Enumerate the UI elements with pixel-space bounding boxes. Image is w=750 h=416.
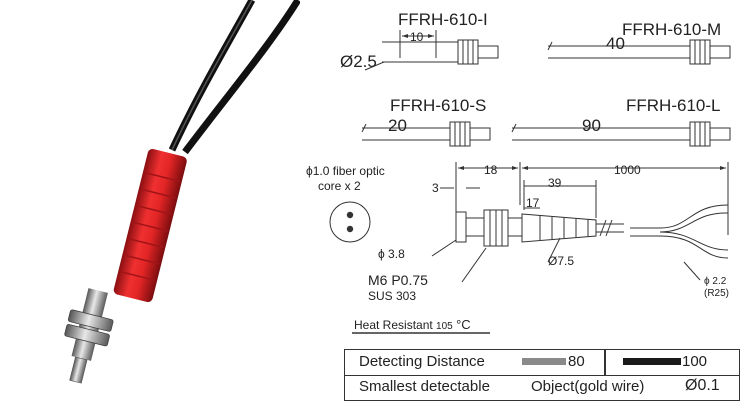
model-s-length: 20	[388, 116, 407, 135]
dim-3-8: ϕ 3.8	[378, 247, 405, 261]
product-photo	[64, 0, 300, 384]
cable-radius: (R25)	[704, 288, 730, 299]
thread-label: M6 P0.75	[368, 272, 428, 288]
fiber-note-2: core x 2	[318, 179, 361, 193]
distance-value-1: 80	[568, 353, 585, 370]
fiber-note: ϕ1.0 fiber optic	[306, 164, 385, 178]
table-row: Smallest detectable Object(gold wire) Ø0…	[345, 375, 739, 400]
dim-1000: 1000	[614, 163, 641, 177]
heat-unit: °C	[456, 317, 471, 332]
model-s-title: FFRH-610-S	[390, 96, 487, 115]
dim-3: 3	[432, 181, 439, 195]
model-i-title: FFRH-610-I	[398, 10, 488, 29]
nut-1	[67, 309, 114, 332]
model-m-title: FFRH-610-M	[622, 20, 722, 39]
tip	[69, 356, 88, 384]
model-l-title: FFRH-610-L	[626, 96, 721, 115]
model-m-length: 40	[606, 34, 625, 53]
tip-diameter-label: Ø2.5	[340, 52, 377, 71]
spec-table: Detecting Distance 80 100 Smallest detec…	[344, 349, 740, 401]
cable-2	[182, 0, 300, 155]
model-l-length: 90	[582, 116, 601, 135]
red-sleeve	[113, 148, 187, 303]
table-divider	[604, 350, 606, 375]
swatch-black	[623, 358, 681, 365]
heat-label: Heat Resistant	[354, 318, 433, 332]
heat-resistant: Heat Resistant 105 °C	[354, 317, 471, 332]
nut-2	[64, 324, 110, 347]
table-row: Detecting Distance 80 100	[345, 350, 739, 376]
dim-18: 18	[484, 163, 498, 177]
smallest-object-value: Ø0.1	[685, 377, 720, 394]
distance-value-2: 100	[682, 353, 708, 370]
heat-value: 105	[436, 321, 453, 332]
smallest-detectable-label: Smallest detectable	[359, 378, 490, 395]
material-label: SUS 303	[368, 289, 417, 303]
cable-diameter: ϕ 2.2	[704, 276, 727, 287]
dim-7-5: Ø7.5	[548, 254, 575, 268]
dim-17: 17	[526, 196, 540, 210]
swatch-gray	[522, 358, 566, 365]
model-i-length: 10	[410, 30, 424, 44]
object-label: Object(gold wire)	[531, 378, 645, 395]
detecting-distance-label: Detecting Distance	[359, 353, 485, 370]
dim-39: 39	[548, 176, 562, 190]
